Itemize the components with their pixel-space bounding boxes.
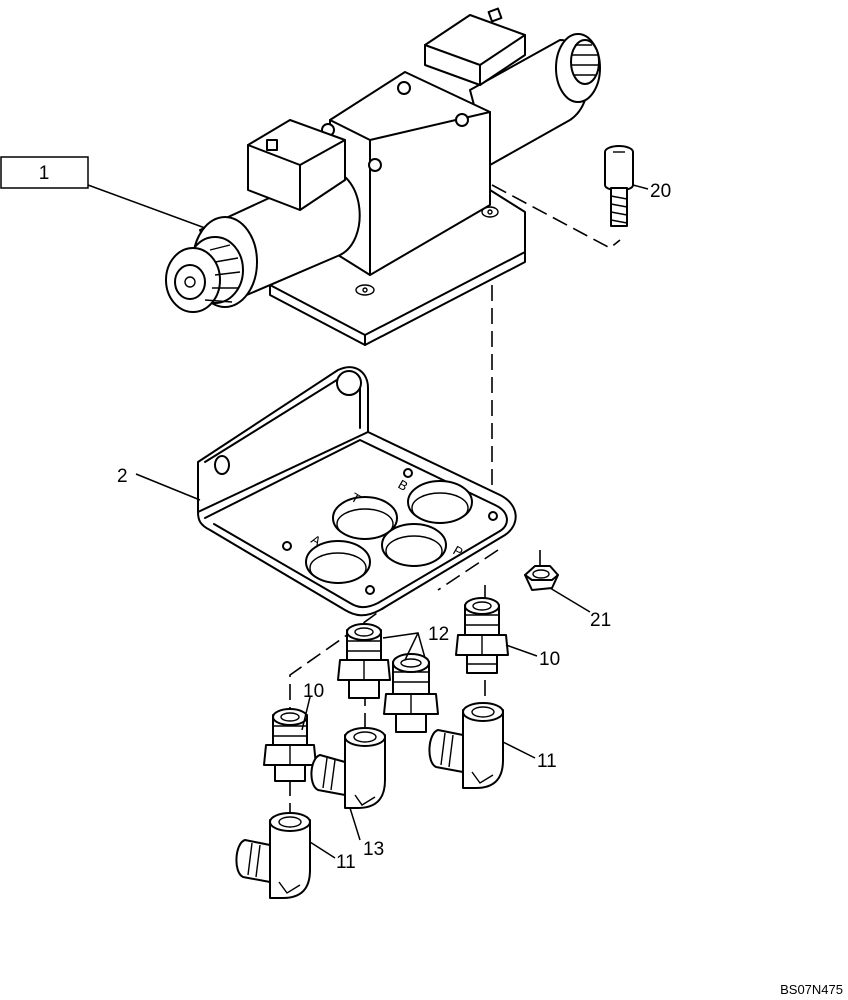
elbow-fitting-right: [428, 702, 504, 789]
elbow-fitting-center: [310, 727, 386, 809]
left-knurled-knob: [165, 236, 244, 313]
callout-1-box: 1: [0, 156, 89, 189]
hex-nut: [524, 565, 559, 591]
right-knurled-knob: [570, 39, 600, 85]
callout-21: 21: [590, 610, 611, 631]
straight-adapter-center-left: [337, 623, 391, 699]
left-solenoid-connector: [247, 119, 346, 211]
callout-2: 2: [117, 466, 128, 487]
straight-adapter-center-right: [383, 653, 439, 733]
port-b: [407, 480, 473, 524]
callout-11-left: 11: [336, 852, 356, 873]
callout-10-left: 10: [303, 681, 324, 702]
straight-adapter-left: [263, 708, 317, 782]
elbow-fitting-left: [235, 812, 311, 899]
solenoid-valve: [165, 7, 601, 346]
port-t: [332, 496, 398, 540]
port-a: [305, 540, 371, 584]
callout-12: 12: [428, 624, 449, 645]
callout-11-right: 11: [537, 751, 557, 772]
port-p: [381, 523, 447, 567]
straight-adapter-right: [455, 597, 509, 674]
mounting-bracket: T B A P: [197, 366, 517, 617]
leader-lines: [87, 184, 649, 859]
callout-10-right: 10: [539, 649, 560, 670]
callout-13: 13: [363, 839, 384, 860]
callout-1: 1: [39, 163, 50, 184]
drawing-code: BS07N475: [780, 982, 843, 997]
cap-screw: [604, 145, 634, 227]
callout-20: 20: [650, 181, 671, 202]
right-solenoid-connector: [424, 7, 526, 86]
